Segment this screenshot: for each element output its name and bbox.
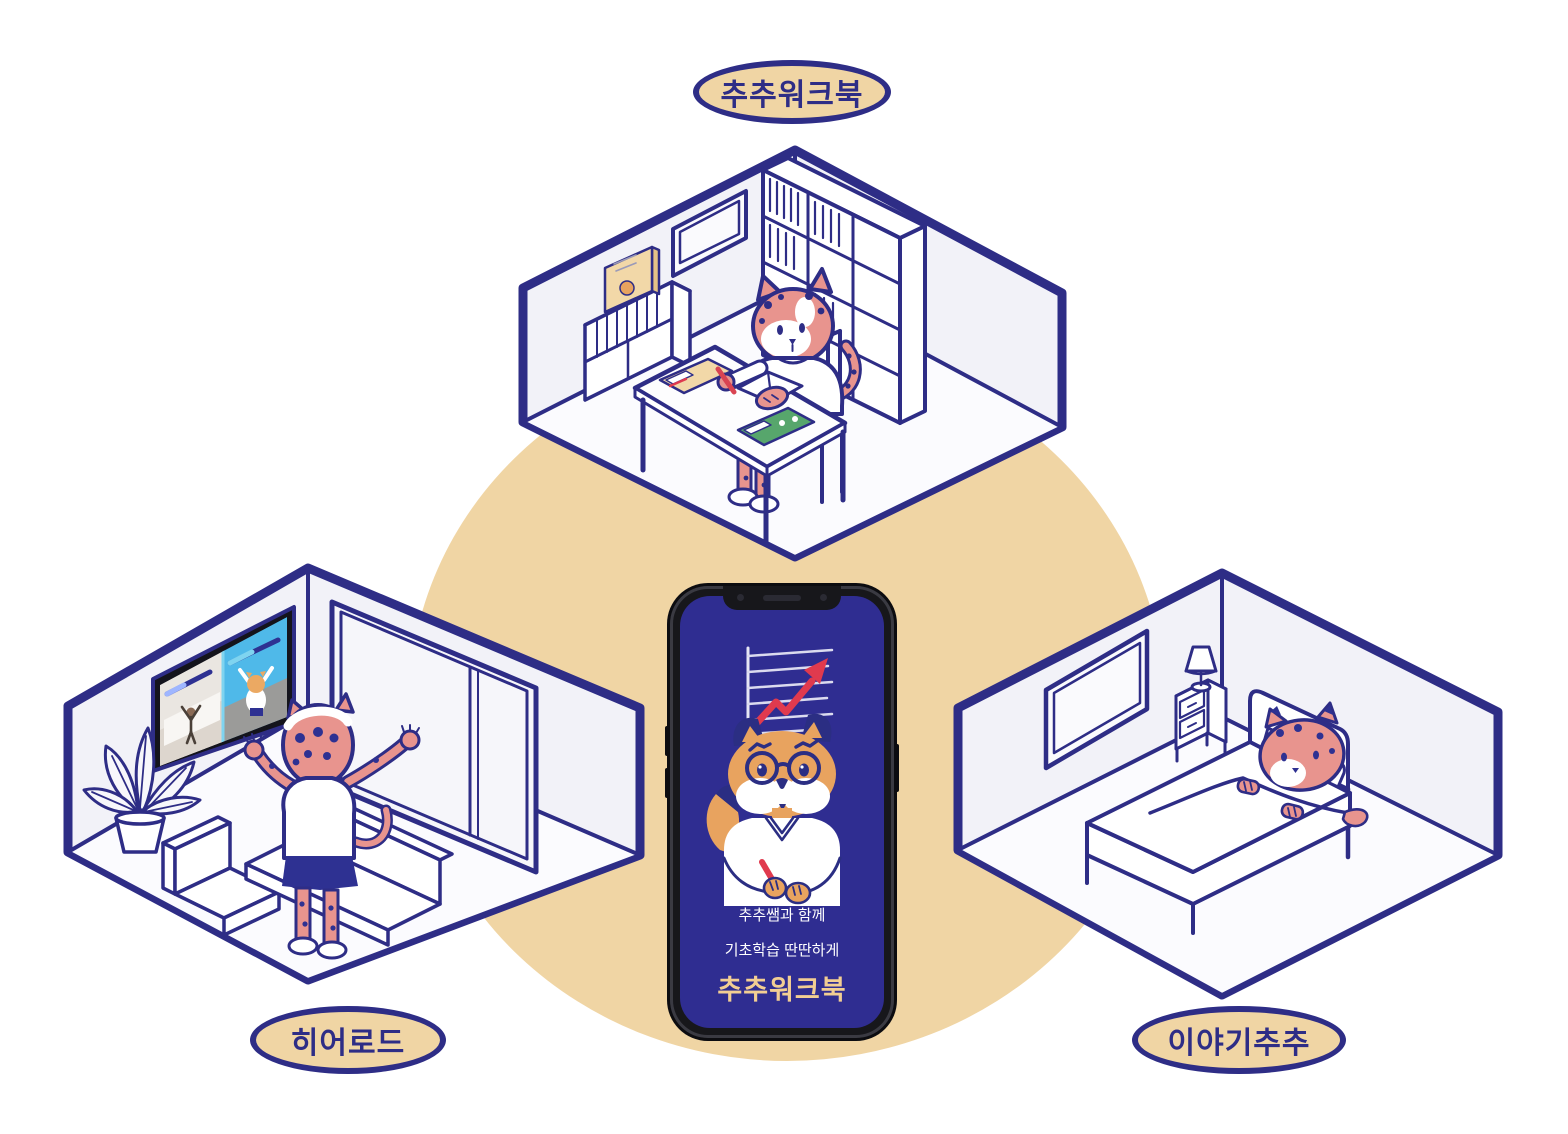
smartphone: 추추쌤과 함께 기초학습 딴딴하게 추추워크북 xyxy=(665,586,899,1038)
standing-workbook xyxy=(603,245,661,314)
tv-person xyxy=(180,704,202,745)
arms-raised xyxy=(243,724,421,793)
volume-button xyxy=(665,726,669,756)
badge-workbook: 추추워크북 xyxy=(693,60,891,124)
sleeping-character xyxy=(1236,701,1369,828)
exercise-character xyxy=(243,692,421,960)
phone-tagline-line2: 기초학습 딴딴하게 xyxy=(724,942,840,959)
picture-frame xyxy=(1043,628,1150,771)
tail xyxy=(1341,808,1369,828)
tv-fox-mascot xyxy=(238,666,274,716)
armchair xyxy=(161,815,281,937)
phone-app-title: 추추워크북 xyxy=(717,975,847,1005)
paws xyxy=(1236,777,1305,821)
phone-screen-graphic xyxy=(706,646,842,906)
phone-tagline-line1: 추추쌤과 함께 xyxy=(738,907,826,924)
writing-arm xyxy=(715,359,790,411)
living-room-illustration xyxy=(63,563,645,985)
red-pen xyxy=(715,366,737,395)
camera-icon xyxy=(737,594,744,601)
phone-notch xyxy=(723,586,841,610)
sensor-icon xyxy=(820,594,827,601)
speaker-icon xyxy=(763,595,801,601)
phone-screen: 추추쌤과 함께 기초학습 딴딴하게 추추워크북 xyxy=(680,596,884,1028)
bedroom-illustration xyxy=(953,568,1503,1000)
badge-story-chuchu: 이야기추추 xyxy=(1132,1006,1346,1074)
cabinet-slats xyxy=(596,290,658,358)
workbook-green xyxy=(736,406,816,447)
glasses-left-lens xyxy=(745,751,779,785)
workbook-tan xyxy=(658,357,734,395)
plant xyxy=(82,726,202,854)
tv xyxy=(151,605,296,773)
volume-button xyxy=(665,768,669,798)
badge-hero-road: 히어로드 xyxy=(250,1006,446,1074)
tv-progress-bars xyxy=(164,637,281,697)
shorts xyxy=(282,856,358,890)
power-button xyxy=(895,744,899,792)
fox-teacher-mascot xyxy=(706,713,842,906)
table-lamp xyxy=(1184,645,1218,693)
glasses-right-lens xyxy=(787,751,821,785)
study-room-illustration xyxy=(518,145,1067,562)
window xyxy=(671,189,748,278)
